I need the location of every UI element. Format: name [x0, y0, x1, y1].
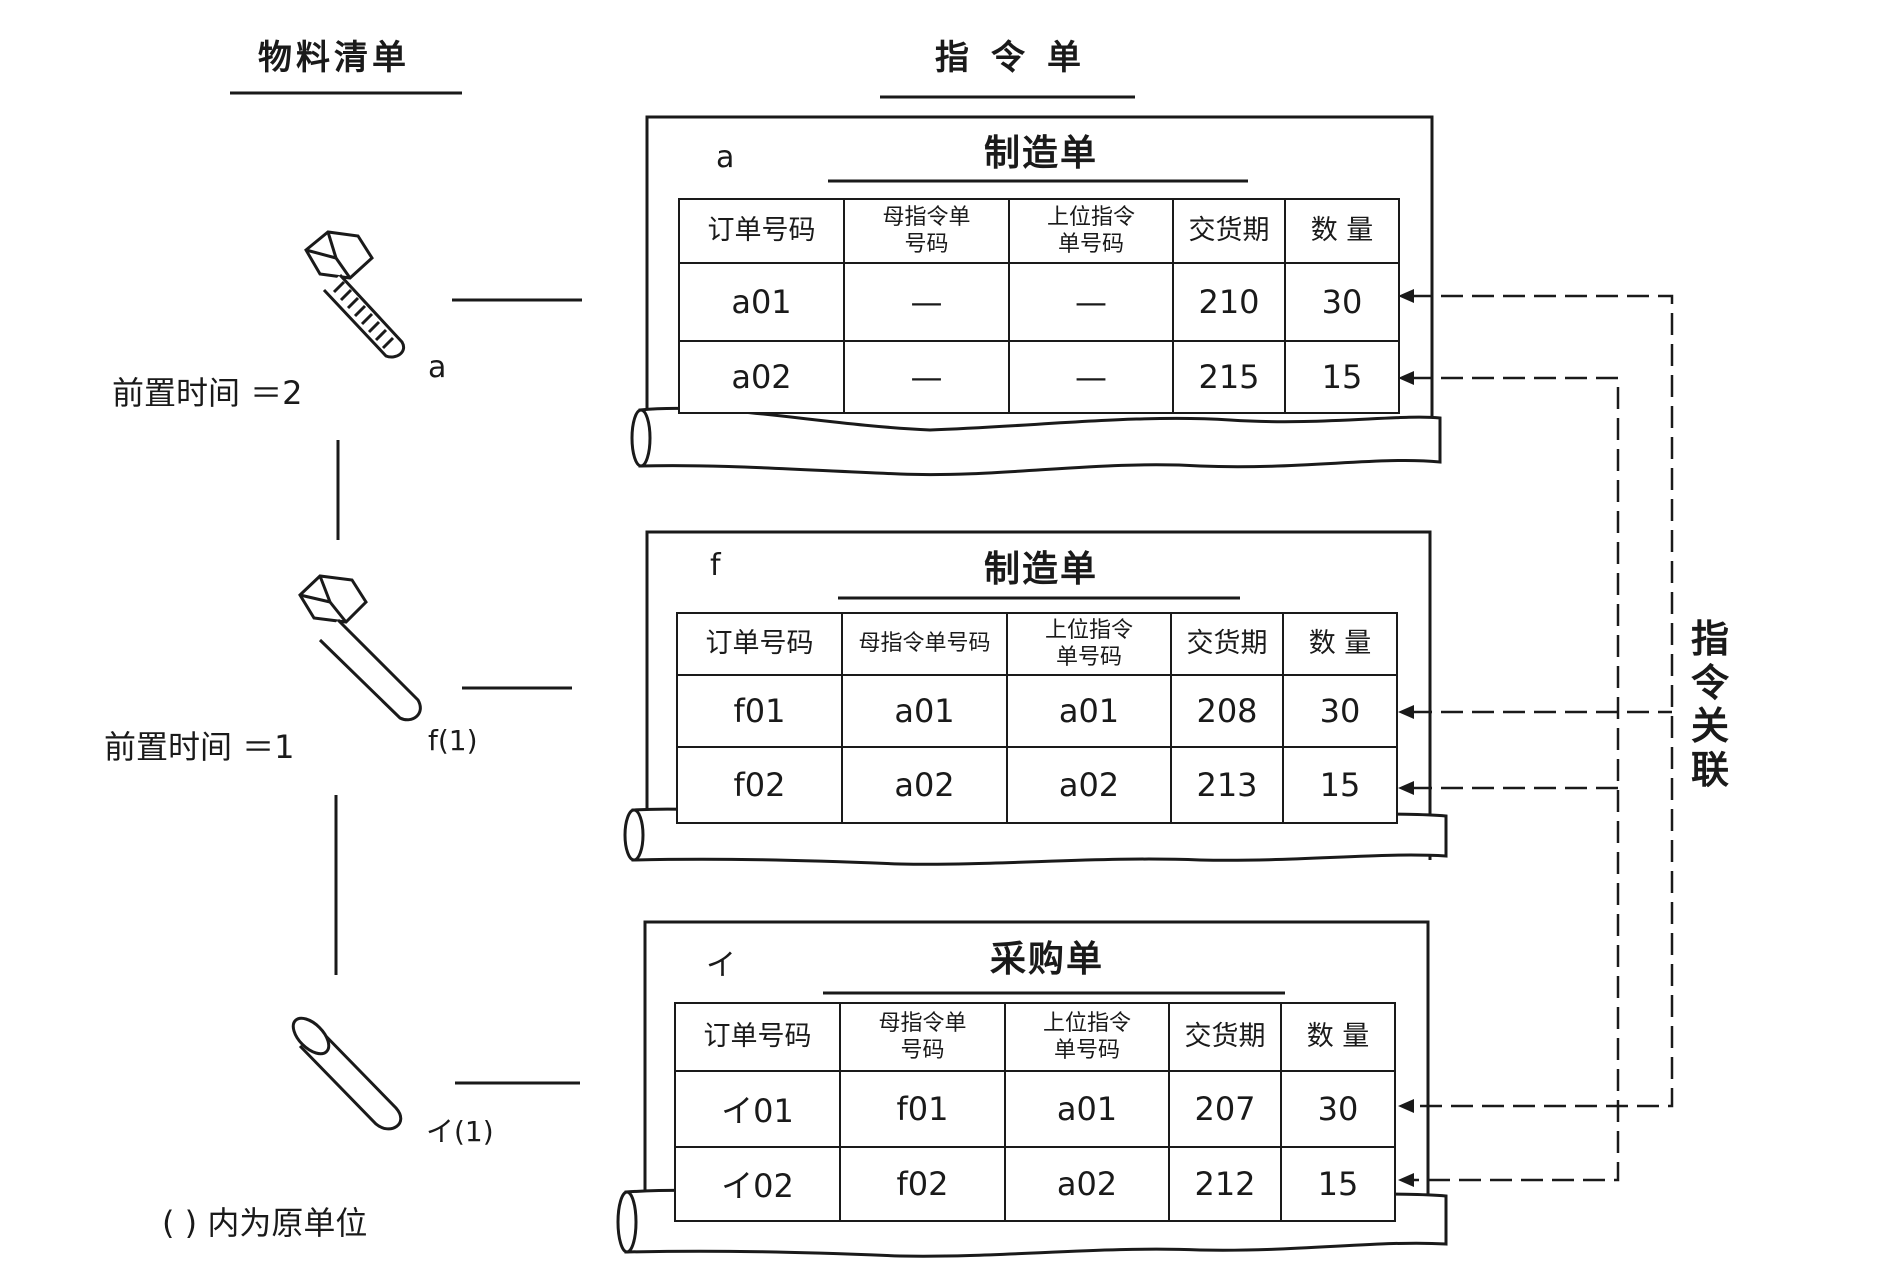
- link-arrowheads: [1398, 289, 1414, 1187]
- unit-footnote: ( ) 内为原单位: [162, 1204, 368, 1242]
- cell-due-date: 215: [1172, 340, 1286, 414]
- cell-parent-order-no: a02: [841, 746, 1008, 824]
- cell-parent-order-no: f01: [839, 1070, 1006, 1148]
- bom-header: 物料清单: [258, 38, 410, 78]
- form-f-id: f: [710, 548, 721, 583]
- cell-quantity: 30: [1284, 262, 1400, 342]
- form-a-frame: [630, 115, 1442, 477]
- item-label-a: a: [428, 350, 447, 385]
- col-parent-order-no: 母指令单号码: [841, 612, 1008, 676]
- cell-upper-order-no: a02: [1006, 746, 1172, 824]
- form-f-table: 订单号码 母指令单号码 上位指令单号码 交货期 数 量 f01 a01 a01 …: [676, 612, 1398, 824]
- cell-due-date: 208: [1170, 674, 1284, 748]
- cell-parent-order-no: —: [843, 262, 1010, 342]
- cell-upper-order-no: —: [1008, 262, 1174, 342]
- col-upper-order-no: 上位指令单号码: [1008, 198, 1174, 264]
- col-upper-order-no: 上位指令单号码: [1006, 612, 1172, 676]
- cell-upper-order-no: a01: [1004, 1070, 1170, 1148]
- cell-due-date: 210: [1172, 262, 1286, 342]
- table-row: f02 a02 a02 213 15: [676, 746, 1398, 824]
- cell-quantity: 15: [1282, 746, 1398, 824]
- order-link-label: 指令关联: [1690, 617, 1729, 793]
- form-a-table: 订单号码 母指令单号码 上位指令单号码 交货期 数 量 a01 — — 210 …: [678, 198, 1400, 414]
- cell-order-no: f01: [676, 674, 843, 748]
- form-i-table: 订单号码 母指令单号码 上位指令单号码 交货期 数 量 イ01 f01 a01 …: [674, 1002, 1396, 1222]
- cell-due-date: 212: [1168, 1146, 1282, 1222]
- cell-parent-order-no: —: [843, 340, 1010, 414]
- cell-order-no: a01: [678, 262, 845, 342]
- table-row: イ02 f02 a02 212 15: [674, 1146, 1396, 1222]
- cell-quantity: 15: [1284, 340, 1400, 414]
- col-due-date: 交货期: [1172, 198, 1286, 264]
- cell-order-no: イ01: [674, 1070, 841, 1148]
- cell-order-no: a02: [678, 340, 845, 414]
- cell-order-no: f02: [676, 746, 843, 824]
- col-due-date: 交货期: [1170, 612, 1284, 676]
- col-quantity: 数 量: [1282, 612, 1398, 676]
- cell-order-no: イ02: [674, 1146, 841, 1222]
- cell-parent-order-no: a01: [841, 674, 1008, 748]
- table-row: a02 — — 215 15: [678, 340, 1400, 414]
- leadtime-f: 前置时间 ＝1: [104, 728, 295, 766]
- orders-header: 指令单: [935, 38, 1103, 78]
- cell-quantity: 15: [1280, 1146, 1396, 1222]
- form-i-id: イ: [706, 948, 736, 983]
- table-row: イ01 f01 a01 207 30: [674, 1070, 1396, 1148]
- link-qty-15: [1410, 376, 1620, 1182]
- table-row: f01 a01 a01 208 30: [676, 674, 1398, 748]
- cell-quantity: 30: [1282, 674, 1398, 748]
- col-quantity: 数 量: [1280, 1002, 1396, 1072]
- form-a-id: a: [716, 140, 735, 175]
- item-label-f: f(1): [428, 724, 478, 757]
- cell-due-date: 207: [1168, 1070, 1282, 1148]
- col-order-no: 订单号码: [674, 1002, 841, 1072]
- bolt-f-drawing: [298, 574, 422, 722]
- cell-upper-order-no: —: [1008, 340, 1174, 414]
- form-i-title: 采购单: [990, 939, 1105, 980]
- table-row: a01 — — 210 30: [678, 262, 1400, 342]
- col-parent-order-no: 母指令单号码: [839, 1002, 1006, 1072]
- col-order-no: 订单号码: [676, 612, 843, 676]
- col-due-date: 交货期: [1168, 1002, 1282, 1072]
- link-qty-30: [1410, 294, 1674, 1108]
- form-a-title: 制造单: [984, 133, 1099, 174]
- cell-upper-order-no: a01: [1006, 674, 1172, 748]
- col-upper-order-no: 上位指令单号码: [1004, 1002, 1170, 1072]
- cell-due-date: 213: [1170, 746, 1284, 824]
- item-label-i: イ(1): [426, 1115, 494, 1148]
- leadtime-a: 前置时间 ＝2: [112, 374, 303, 412]
- order-link-lines: [1410, 294, 1674, 1182]
- cell-quantity: 30: [1280, 1070, 1396, 1148]
- col-parent-order-no: 母指令单号码: [843, 198, 1010, 264]
- bolt-a-drawing: [304, 230, 405, 359]
- col-order-no: 订单号码: [678, 198, 845, 264]
- cell-parent-order-no: f02: [839, 1146, 1006, 1222]
- form-f-title: 制造单: [984, 549, 1099, 590]
- rod-i-drawing: [291, 1016, 403, 1131]
- col-quantity: 数 量: [1284, 198, 1400, 264]
- cell-upper-order-no: a02: [1004, 1146, 1170, 1222]
